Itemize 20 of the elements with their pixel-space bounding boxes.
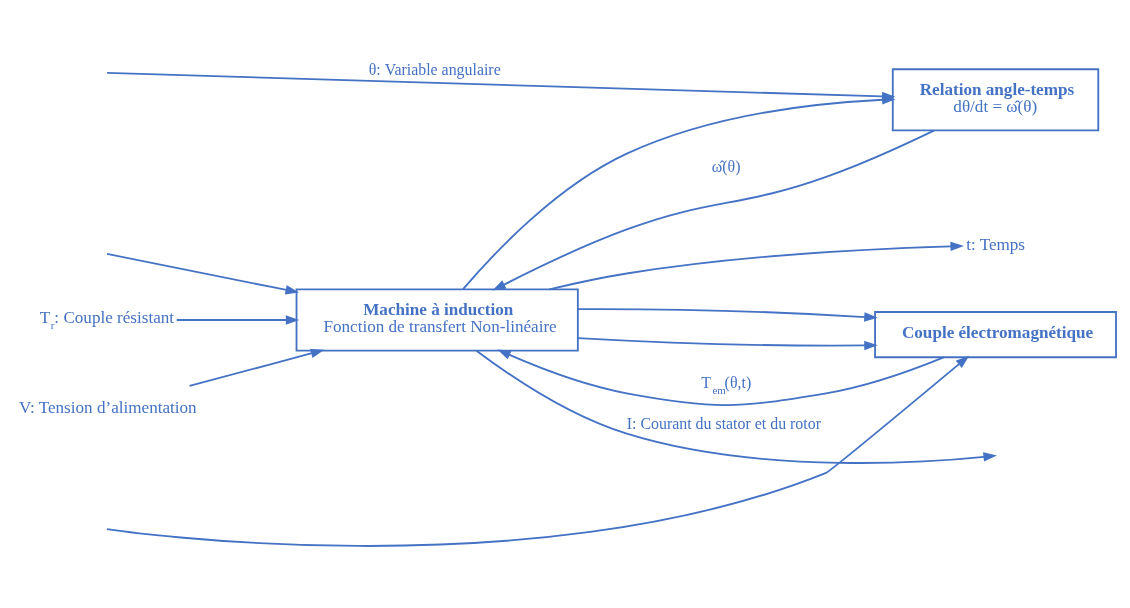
edge-label: T$_{em}$(θ,t) — [701, 373, 752, 396]
node-text: V: Tension d’alimentation — [18, 397, 197, 417]
node-box: Couple électromagnétique — [874, 311, 1117, 359]
arrow — [492, 129, 935, 291]
arrow — [175, 315, 300, 325]
arrow — [548, 241, 964, 291]
arrow — [106, 253, 299, 295]
arrow — [577, 308, 878, 322]
edge-label: ω̂(θ) — [711, 158, 741, 176]
arrow — [106, 355, 970, 547]
node-box: Machine à induction Fonction de transfert Non-linéaire — [295, 288, 579, 352]
arrow — [577, 337, 878, 351]
arrow — [475, 349, 997, 464]
arrow — [188, 348, 325, 387]
node-box: Relation angle-temps dθ/dt = ω̂(θ) — [891, 68, 1100, 132]
edge-label: I: Courant du stator et du rotor — [626, 415, 821, 433]
node-text: t: Temps — [966, 234, 1026, 254]
edge-label: θ: Variable angulaire — [368, 60, 501, 78]
node-text: T$_{r}$: Couple résistant — [39, 308, 175, 332]
arrow — [497, 349, 945, 406]
